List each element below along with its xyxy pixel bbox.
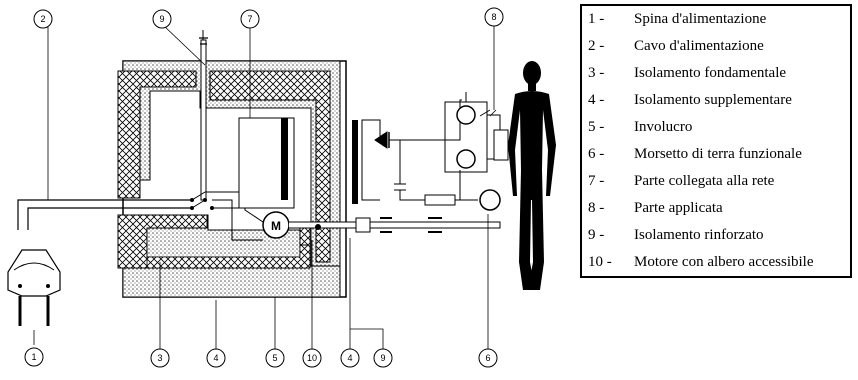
basic-insulation-top (117, 70, 197, 199)
transformer-core-left (281, 118, 288, 200)
callout-3: 3 (150, 348, 170, 368)
svg-text:2: 2 (40, 14, 45, 24)
callout-1: 1 (24, 347, 44, 367)
plug (7, 249, 61, 297)
svg-text:7: 7 (247, 14, 252, 24)
legend-item: 4 -Isolamento supplementare (588, 92, 792, 108)
enclosure-right-compartment (340, 61, 344, 297)
patient-figure (508, 61, 556, 290)
callout-5: 5 (265, 348, 285, 368)
basic-insulation-top-right (209, 70, 331, 263)
svg-text:9: 9 (380, 353, 385, 363)
svg-text:5: 5 (272, 353, 277, 363)
callout-2: 2 (33, 9, 53, 29)
svg-text:1: 1 (31, 352, 36, 362)
callout-4-left: 4 (206, 348, 226, 368)
legend-item: 9 -Isolamento rinforzato (588, 227, 764, 243)
legend-item: 6 -Morsetto di terra funzionale (588, 146, 802, 162)
diode (374, 131, 388, 149)
legend-item: 8 -Parte applicata (588, 200, 723, 216)
svg-text:10: 10 (307, 353, 317, 363)
legend-item: 1 -Spina d'alimentazione (588, 11, 767, 27)
power-cord (17, 199, 192, 230)
legend-item: 7 -Parte collegata alla rete (588, 173, 775, 189)
motor-symbol: M (271, 219, 281, 233)
svg-text:8: 8 (491, 12, 496, 22)
motor-shaft (289, 221, 501, 229)
leader-lines (33, 24, 495, 349)
svg-text:6: 6 (485, 353, 490, 363)
transformer-core-right (352, 120, 358, 204)
callout-8: 8 (484, 7, 504, 27)
functional-earth-terminal (479, 189, 501, 211)
callout-4-right: 4 (340, 348, 360, 368)
callout-9-top: 9 (152, 9, 172, 29)
callout-10: 10 (302, 348, 322, 368)
legend-box: 1 -Spina d'alimentazione 2 -Cavo d'alime… (580, 4, 852, 278)
legend-item: 10 -Motore con albero accessibile (588, 254, 814, 270)
applied-part-electrode-bottom (456, 149, 476, 169)
callout-6: 6 (478, 348, 498, 368)
svg-text:9: 9 (159, 14, 164, 24)
legend-item: 2 -Cavo d'alimentazione (588, 38, 764, 54)
legend-item: 3 -Isolamento fondamentale (588, 65, 787, 81)
svg-text:3: 3 (157, 353, 162, 363)
applied-part-electrode-top (456, 105, 476, 125)
callout-7: 7 (240, 9, 260, 29)
svg-text:4: 4 (347, 353, 352, 363)
svg-text:4: 4 (213, 353, 218, 363)
callout-9-bottom: 9 (373, 348, 393, 368)
legend-item: 5 -Involucro (588, 119, 693, 135)
